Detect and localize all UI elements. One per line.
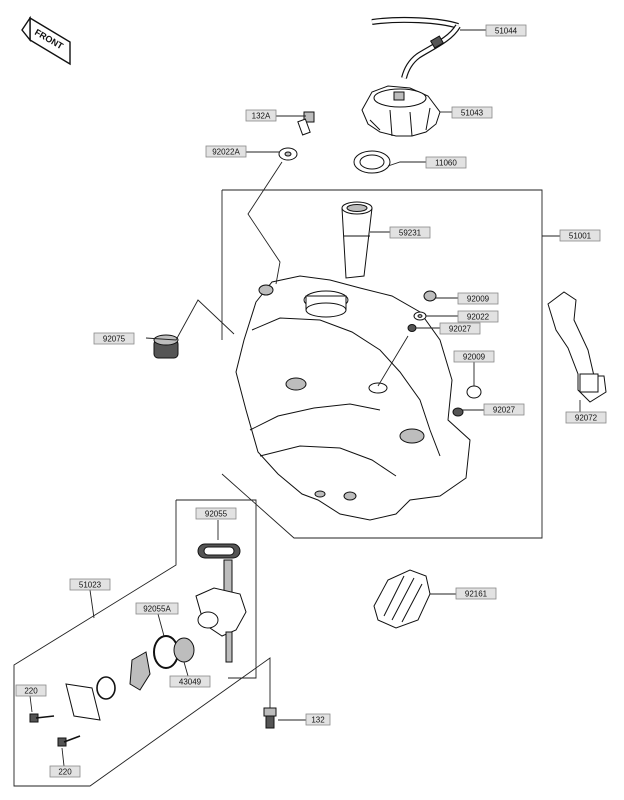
cover-plate-part	[65, 683, 101, 721]
gasket-92055-part	[197, 543, 241, 559]
callout-92022a: 92022A	[205, 145, 247, 158]
callout-label: 92072	[575, 414, 598, 423]
plate-43049-part	[173, 637, 195, 663]
callout-51044: 51044	[485, 24, 527, 37]
tank-assembly-bracket	[221, 189, 543, 539]
breather-hose-part	[371, 16, 461, 79]
callout-92161: 92161	[455, 587, 497, 600]
strap-92072-part	[547, 291, 607, 403]
screw-220-lower-part	[57, 735, 81, 747]
washer-92022a-part	[278, 147, 298, 161]
callout-label: 92022A	[212, 148, 240, 157]
bolt-132a-part	[297, 111, 315, 136]
callout-label: 92027	[449, 325, 472, 334]
callout-label: 59231	[399, 229, 422, 238]
washer-92022-part	[413, 311, 427, 321]
damper-92075-part	[153, 334, 179, 359]
callout-label: 92027	[493, 406, 516, 415]
callout-11060: 11060	[425, 156, 467, 169]
callout-220-upper: 220	[15, 684, 47, 697]
collar-92027-upper-part	[407, 324, 417, 332]
callout-92075: 92075	[93, 332, 135, 345]
callout-132a: 132A	[245, 109, 277, 122]
callout-label: 92075	[103, 335, 126, 344]
callout-label: 11060	[435, 159, 457, 168]
callout-label: 92055A	[143, 605, 171, 614]
front-direction-badge: FRONT	[21, 15, 71, 66]
callout-label: 92009	[467, 295, 490, 304]
callout-label: 92009	[463, 353, 486, 362]
callout-label: 51044	[495, 27, 518, 36]
leader-lines	[29, 29, 581, 767]
callout-92009-upper: 92009	[457, 292, 499, 305]
callout-51043: 51043	[451, 106, 493, 119]
fuel-cock-lever-part	[129, 651, 151, 691]
callout-92027-upper: 92027	[439, 322, 481, 335]
callout-92055: 92055	[195, 507, 237, 520]
callout-92009-lower: 92009	[453, 350, 495, 363]
gasket-11060-part	[353, 150, 391, 174]
bolt-132-part	[263, 707, 277, 729]
callout-132: 132	[305, 713, 331, 726]
callout-92022: 92022	[457, 310, 499, 323]
fuel-tank-part	[235, 275, 471, 521]
callout-label: 43049	[179, 678, 202, 687]
callout-label: 51043	[461, 109, 484, 118]
callout-label: 51023	[79, 581, 102, 590]
callout-label: 51001	[569, 232, 592, 241]
callout-label: 132	[311, 716, 325, 725]
pad-92161-part	[373, 569, 431, 629]
fuel-cock-body-part	[195, 559, 247, 663]
collar-92027-lower-part	[452, 407, 464, 417]
callout-label: 220	[58, 768, 72, 777]
grommet-92009-lower-part	[466, 385, 482, 399]
callout-92055a: 92055A	[135, 602, 179, 615]
callout-label: 92161	[465, 590, 488, 599]
fuel-cap-part	[361, 85, 441, 137]
callout-92027-lower: 92027	[483, 403, 525, 416]
callout-59231: 59231	[389, 226, 431, 239]
callout-43049: 43049	[169, 675, 211, 688]
callout-label: 220	[24, 687, 38, 696]
screw-220-upper-part	[29, 713, 55, 723]
callout-92072: 92072	[565, 411, 607, 424]
callout-51023: 51023	[69, 578, 111, 591]
callout-51001: 51001	[559, 229, 601, 242]
lever-o-ring-part	[96, 676, 116, 700]
grommet-92009-upper-part	[423, 290, 437, 302]
callout-label: 132A	[252, 112, 271, 121]
fuel-cock-assembly-bracket	[13, 499, 271, 787]
callout-label: 92022	[467, 313, 490, 322]
callout-label: 92055	[205, 510, 228, 519]
fuel-filter-part	[341, 201, 373, 279]
callout-220-lower: 220	[49, 765, 81, 778]
